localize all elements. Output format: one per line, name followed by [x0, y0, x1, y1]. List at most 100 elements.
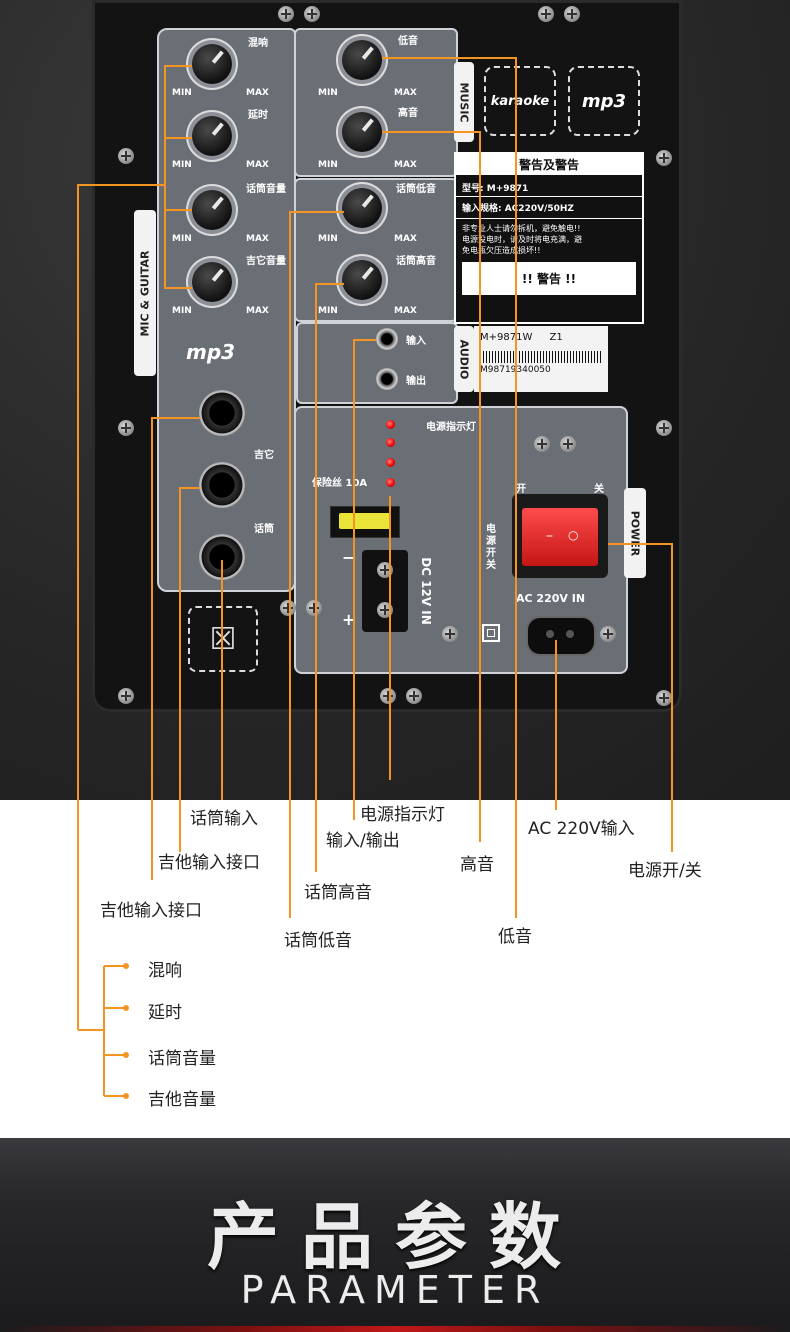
guitar-volume-knob[interactable] — [192, 262, 232, 302]
leader-lines — [77, 57, 673, 1099]
mic-guitar-tab: MIC & GUITAR — [134, 210, 156, 376]
fuse-label: 保险丝 10A — [312, 478, 368, 489]
screw — [600, 626, 616, 642]
callout-mic-bass: 话筒低音 — [284, 931, 352, 951]
max-label: MAX — [394, 306, 417, 316]
callout-list-item: 话筒音量 — [148, 1049, 216, 1069]
leader-line-power — [608, 543, 673, 852]
screw — [304, 6, 320, 22]
sticker-model: M+9871W — [480, 332, 533, 343]
mic-jack-label: 话筒 — [254, 524, 274, 535]
audio-out-jack[interactable] — [376, 368, 398, 390]
screw — [534, 436, 550, 452]
knob-label: 吉它音量 — [246, 256, 286, 267]
power-tab: POWER — [624, 488, 646, 578]
screw — [442, 626, 458, 642]
switch-on-label: 关 — [594, 484, 604, 495]
power-switch[interactable]: – ○ — [512, 494, 608, 578]
ac-socket[interactable] — [526, 616, 596, 656]
leader-line-knob — [164, 185, 192, 289]
double-insulation-icon — [482, 624, 500, 642]
min-label: MIN — [318, 234, 338, 244]
leader-line-audio — [353, 339, 376, 820]
warning-alert: !! 警告 !! — [462, 262, 636, 295]
bass-knob[interactable] — [342, 40, 382, 80]
callout-bass: 低音 — [498, 927, 532, 947]
knob-label: 话筒高音 — [396, 256, 436, 267]
min-label: MIN — [318, 160, 338, 170]
leader-line-guitar-2 — [179, 487, 200, 852]
knob-label: 低音 — [398, 36, 418, 47]
section-title-cn: 产品参数 — [206, 1195, 583, 1279]
leader-line-mic-treble — [315, 283, 344, 872]
guitar-jack-label: 吉它 — [254, 450, 274, 461]
callout-treble: 高音 — [460, 855, 494, 875]
power-led-4 — [386, 478, 395, 487]
power-led-1 — [386, 420, 395, 429]
audio-tab: AUDIO — [454, 326, 474, 392]
guitar-jack-2[interactable] — [199, 462, 245, 508]
reverb-knob[interactable] — [192, 44, 232, 84]
delay-knob[interactable] — [192, 116, 232, 156]
screw — [564, 6, 580, 22]
max-label: MAX — [246, 234, 269, 244]
karaoke-logo: karaoke — [484, 66, 556, 136]
warning-title: 警告及警告 — [456, 154, 642, 175]
warning-model: 型号: M+9871 — [462, 184, 529, 194]
screw — [118, 688, 134, 704]
screw — [280, 600, 296, 616]
amplifier-photo: 混响 MIN MAX 延时 MIN MAX 话筒音量 MIN MAX 吉它音量 … — [0, 0, 790, 800]
min-label: MIN — [172, 160, 192, 170]
knob-label: 混响 — [248, 38, 268, 49]
ac-in-label: AC 220V IN — [516, 592, 586, 605]
switch-off-label: 开 — [516, 484, 526, 495]
min-label: MIN — [172, 234, 192, 244]
knob-label: 延时 — [248, 110, 268, 121]
min-label: MIN — [318, 306, 338, 316]
callout-list-item: 延时 — [148, 1003, 182, 1023]
callout-guitar-input: 吉他输入接口 — [100, 901, 202, 921]
power-led-2 — [386, 438, 395, 447]
max-label: MAX — [246, 88, 269, 98]
callout-list-item: 混响 — [148, 961, 182, 981]
callout-audio-io: 输入/输出 — [326, 831, 400, 851]
audio-out-label: 输出 — [406, 376, 426, 387]
leader-line-mic-bass — [289, 211, 344, 918]
screw — [560, 436, 576, 452]
max-label: MAX — [394, 160, 417, 170]
leader-line-knob-group — [77, 184, 165, 1030]
accent-line — [0, 1326, 790, 1332]
knob-label: 高音 — [398, 108, 418, 119]
max-label: MAX — [246, 306, 269, 316]
sticker-code: Z1 — [549, 332, 563, 343]
section-title-en: PARAMETER — [240, 1268, 550, 1312]
guitar-jack-1[interactable] — [199, 390, 245, 436]
screw — [656, 690, 672, 706]
footer-banner — [0, 1138, 790, 1332]
screw — [118, 148, 134, 164]
min-label: MIN — [172, 88, 192, 98]
warning-text: 非专业人士请勿拆机，避免触电!! — [462, 224, 581, 233]
treble-knob[interactable] — [342, 112, 382, 152]
screw — [656, 420, 672, 436]
serial-sticker: M+9871W Z1 M98719340050 — [474, 326, 608, 392]
warning-text: 电源没电时，请及时将电充满，避 — [462, 235, 582, 244]
mic-treble-knob[interactable] — [342, 260, 382, 300]
switch-side-label: 电源开关 — [486, 524, 496, 571]
callout-power-switch: 电源开/关 — [628, 861, 702, 881]
leader-line-treble — [382, 131, 481, 842]
leader-line-knob — [164, 65, 192, 185]
dc-plus: + — [342, 610, 356, 629]
mic-volume-knob[interactable] — [192, 190, 232, 230]
warning-text: 免电瓶欠压造成损坏!! — [462, 246, 541, 255]
fuse — [330, 506, 400, 538]
knob-label: 话筒低音 — [396, 184, 436, 195]
mic-bass-knob[interactable] — [342, 188, 382, 228]
power-led-3 — [386, 458, 395, 467]
dc-minus: − — [342, 548, 356, 567]
led-label: 电源指示灯 — [426, 422, 476, 433]
warning-spec: 输入规格: AC220V/50HZ — [456, 196, 642, 219]
max-label: MAX — [394, 234, 417, 244]
audio-in-jack[interactable] — [376, 328, 398, 350]
